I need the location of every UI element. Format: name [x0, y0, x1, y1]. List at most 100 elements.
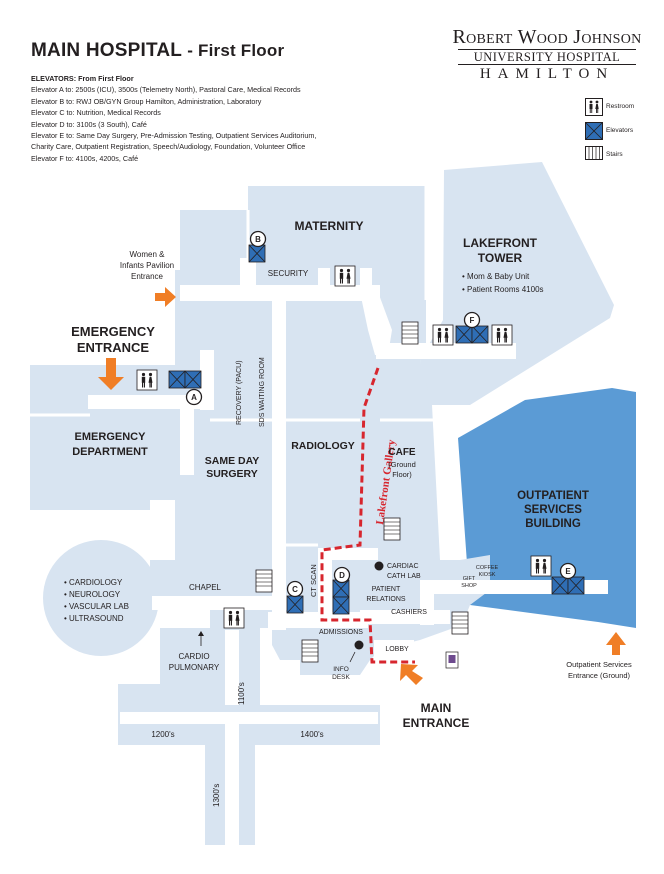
cafe-sub-label: (Ground [388, 460, 416, 469]
restroom-icon [491, 324, 513, 346]
room-dividers [30, 186, 440, 547]
info-desk-label: INFO [333, 666, 349, 673]
elevator-markers: A B C D E F [185, 230, 577, 598]
elevator-line: Elevator D to: 3100s (3 South), Café [31, 119, 147, 129]
elevator-e [551, 576, 569, 595]
elevator-icon [585, 122, 603, 140]
outpatient-entrance-label: Outpatient Services [566, 660, 632, 669]
elevator-c [286, 595, 304, 614]
coffee-kiosk-label: COFFEE [476, 565, 499, 571]
wing-1100-label: 1100's [237, 682, 246, 705]
gift-shop-label: GIFT [463, 576, 476, 582]
legend-elevators-label: Elevators [606, 127, 634, 134]
cardio-pulmonary-room [160, 628, 228, 686]
elevator-f [471, 325, 489, 344]
hospital-logo: Robert Wood Johnson UNIVERSITY HOSPITAL … [452, 26, 642, 82]
outpatient-label: OUTPATIENT [517, 490, 589, 502]
women-infants-label: Entrance [131, 272, 164, 281]
legend-elevators: Elevators [585, 122, 664, 140]
wing-1200-label: 1200's [151, 730, 174, 739]
cardio-pointer-head [198, 631, 204, 636]
coffee-kiosk-label: KIOSK [479, 572, 496, 578]
cafe-label: CAFE [388, 447, 416, 458]
chapel-label: CHAPEL [189, 583, 222, 592]
elevator-line: Elevator B to: RWJ OB/GYN Group Hamilton… [31, 96, 262, 106]
stairs-icon [301, 639, 319, 663]
logo-line-1: Robert Wood Johnson [452, 26, 642, 48]
sds-waiting-label: SDS WAITING ROOM [259, 357, 266, 427]
cardiac-cath-label: CARDIAC [387, 563, 419, 570]
restroom-icon [432, 324, 454, 346]
elevator-line: Charity Care, Outpatient Registration, S… [31, 142, 306, 152]
restroom-icon [334, 265, 356, 287]
same-day-surgery-label: SAME DAY [205, 455, 259, 467]
elevator-directory: ELEVATORS: From First Floor Elevator A t… [31, 73, 316, 164]
marker-a: A [191, 393, 197, 402]
circle-item: • ULTRASOUND [64, 614, 124, 623]
cardio-pulmonary-label: CARDIO [178, 652, 209, 661]
info-desk-label: DESK [332, 674, 350, 681]
cardiac-cath-label: CATH LAB [387, 573, 421, 580]
patient-relations-label: RELATIONS [366, 596, 405, 603]
cardio-pulmonary-label: PULMONARY [169, 663, 220, 672]
lakefront-tower-label: LAKEFRONT [463, 236, 538, 250]
circle-item: • NEUROLOGY [64, 590, 121, 599]
marker-f: F [470, 316, 475, 325]
elevator-heading: ELEVATORS: From First Floor [31, 74, 134, 83]
elevator-a [168, 370, 186, 389]
women-infants-label: Infants Pavilion [120, 261, 174, 270]
south-wing [118, 628, 380, 845]
info-desk-pointer [349, 651, 356, 663]
marker-e: E [565, 567, 571, 576]
radiology-label: RADIOLOGY [291, 440, 355, 452]
logo-line-2: UNIVERSITY HOSPITAL [458, 49, 636, 65]
map-labels: MATERNITY SECURITY Women & Infants Pavil… [64, 219, 632, 807]
main-building-north [150, 186, 490, 675]
cafe-sub-label: Floor) [392, 470, 412, 479]
recovery-label: RECOVERY (PACU) [236, 360, 243, 425]
outpatient-building [458, 388, 636, 628]
entrance-arrows [98, 287, 626, 685]
outpatient-entrance-arrow-icon [606, 632, 626, 655]
logo-line-3: HAMILTON [479, 66, 615, 82]
legend-restroom-label: Restroom [606, 103, 635, 110]
legend-stairs-label: Stairs [606, 151, 623, 158]
stairs-icon [451, 611, 469, 635]
women-infants-label: Women & [130, 250, 166, 259]
elevator-d [332, 596, 350, 615]
emergency-entrance-label: ENTRANCE [77, 340, 150, 355]
restroom-icon [223, 607, 245, 629]
buildings [30, 162, 636, 845]
main-entrance-arrow-icon [400, 664, 423, 685]
patient-relations-label: PATIENT [372, 586, 401, 593]
marker-c: C [292, 585, 298, 594]
elevator-line: Elevator F to: 4100s, 4200s, Café [31, 153, 139, 163]
cardiac-cath-dot [374, 561, 384, 571]
lobby-label: LOBBY [385, 646, 409, 653]
elevator-line: Elevator C to: Nutrition, Medical Record… [31, 108, 161, 118]
elevator-line: Elevator A to: 2500s (ICU), 3500s (Telem… [31, 85, 301, 95]
emergency-department-label: EMERGENCY [75, 431, 147, 443]
maternity-label: MATERNITY [294, 219, 363, 233]
stairs-icon [255, 569, 273, 593]
page-title: MAIN HOSPITAL - First Floor [31, 40, 285, 61]
cashiers-label: CASHIERS [391, 609, 427, 616]
womens-entrance-arrow-icon [155, 287, 176, 307]
main-entrance-label: MAIN [421, 701, 452, 715]
cardiology-clinic [43, 540, 159, 656]
emergency-entrance-label: EMERGENCY [71, 324, 155, 339]
elevator-line: Elevator E to: Same Day Surgery, Pre-Adm… [31, 131, 317, 141]
security-label: SECURITY [268, 269, 309, 278]
elevator-a [184, 370, 202, 389]
kiosk-icon [445, 651, 459, 669]
tower-bullet: • Patient Rooms 4100s [462, 285, 544, 294]
restroom-icon [530, 555, 552, 577]
outpatient-label: SERVICES [524, 504, 582, 516]
circle-item: • VASCULAR LAB [64, 602, 129, 611]
restroom-icon [585, 98, 603, 116]
elevator-f [455, 325, 473, 344]
legend-restroom: Restroom [585, 98, 664, 116]
lakefront-tower-label: TOWER [478, 251, 523, 265]
restroom-icon [136, 369, 158, 391]
